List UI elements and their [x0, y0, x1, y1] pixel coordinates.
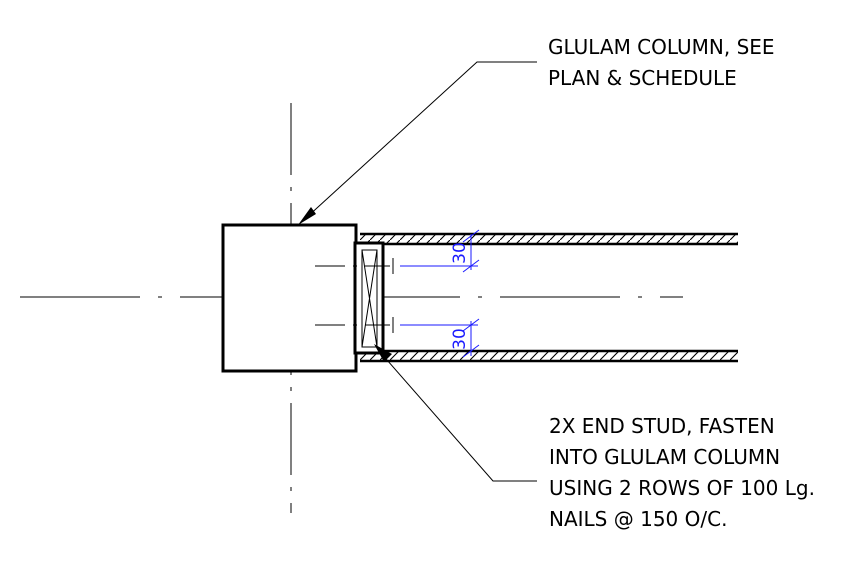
end-stud-inner — [361, 249, 378, 348]
note-line: INTO GLULAM COLUMN — [549, 445, 781, 469]
glulam-column — [221, 223, 358, 373]
dim-upper-label: 30 — [450, 242, 470, 264]
leader-stud — [374, 344, 537, 482]
wall-bottom — [360, 349, 738, 363]
leader-column-arrowhead — [298, 207, 316, 225]
wall-bottom-hatch — [360, 351, 738, 361]
note-line: USING 2 ROWS OF 100 Lg. — [549, 476, 815, 500]
nail-rows — [315, 258, 394, 333]
wall-top-hatch — [360, 235, 738, 244]
end-stud — [353, 241, 385, 355]
wall-top — [360, 232, 738, 246]
note-end-stud: 2X END STUD, FASTEN INTO GLULAM COLUMN U… — [549, 411, 815, 535]
note-line: PLAN & SCHEDULE — [548, 66, 737, 90]
dimensions — [400, 229, 480, 358]
leader-stud-line — [379, 351, 537, 482]
note-line: NAILS @ 150 O/C. — [549, 507, 728, 531]
leader-column — [298, 61, 537, 225]
dim-lower-tick-a — [462, 318, 480, 332]
note-line: 2X END STUD, FASTEN — [549, 414, 775, 438]
dim-lower-tick-b — [462, 344, 480, 358]
dim-upper-tick-b — [462, 259, 480, 273]
note-line: GLULAM COLUMN, SEE — [548, 35, 775, 59]
leader-stud-arrowhead — [374, 344, 392, 362]
dim-lower-label: 30 — [450, 328, 470, 350]
dim-upper-tick-a — [462, 229, 480, 243]
leader-column-line — [305, 61, 537, 219]
note-glulam-column: GLULAM COLUMN, SEE PLAN & SCHEDULE — [548, 32, 775, 94]
